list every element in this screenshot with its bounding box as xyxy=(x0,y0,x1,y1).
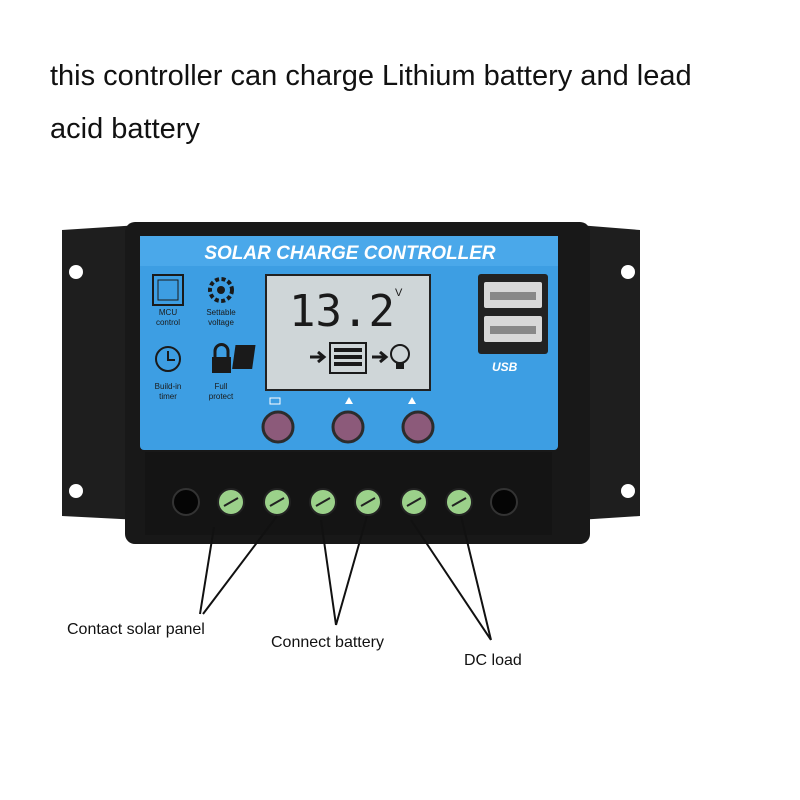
chip-icon xyxy=(152,274,184,306)
clock-icon xyxy=(155,346,181,372)
callout-solar-panel: Contact solar panel xyxy=(67,621,205,638)
feature-mcu: MCU control xyxy=(152,274,184,327)
callout-line-load xyxy=(410,515,492,641)
callout-line-battery xyxy=(320,515,368,626)
svg-text:control: control xyxy=(156,318,180,327)
gear-icon xyxy=(208,277,234,303)
callout-battery: Connect battery xyxy=(271,634,384,651)
callout-dc-load: DC load xyxy=(464,652,522,669)
usb-label: USB xyxy=(492,360,518,374)
mount-hole xyxy=(621,265,635,279)
svg-text:MCU: MCU xyxy=(159,308,177,317)
feature-settable-voltage: Settable voltage xyxy=(206,277,236,327)
headline: this controller can charge Lithium batte… xyxy=(50,60,692,145)
screw-hole xyxy=(172,488,200,516)
solar-panel-icon xyxy=(232,345,256,369)
up-button[interactable] xyxy=(331,410,365,444)
arrow-icon xyxy=(372,350,389,364)
lcd-screen xyxy=(265,274,431,391)
feature-timer: Build-in timer xyxy=(155,346,182,401)
svg-text:Settable: Settable xyxy=(206,308,236,317)
mount-hole xyxy=(69,484,83,498)
panel-title: SOLAR CHARGE CONTROLLER xyxy=(204,243,496,264)
svg-text:timer: timer xyxy=(159,392,177,401)
mount-hole xyxy=(69,265,83,279)
svg-text:Full: Full xyxy=(215,382,228,391)
left-flange xyxy=(62,225,140,520)
lcd-voltage-reading: 13.2 xyxy=(289,286,395,337)
svg-text:protect: protect xyxy=(209,392,234,401)
screw-hole xyxy=(490,488,518,516)
arrow-icon xyxy=(310,350,327,364)
lcd-flow-icons xyxy=(232,342,410,374)
mount-hole xyxy=(621,484,635,498)
svg-text:Build-in: Build-in xyxy=(155,382,182,391)
terminal-block xyxy=(145,452,552,535)
menu-button[interactable] xyxy=(261,410,295,444)
feature-protect: Full protect xyxy=(209,343,234,401)
callout-lines xyxy=(199,515,492,641)
down-load-button[interactable] xyxy=(401,410,435,444)
svg-text:voltage: voltage xyxy=(208,318,234,327)
terminals xyxy=(217,488,473,516)
lcd-unit: V xyxy=(395,287,403,299)
callout-line-solar xyxy=(199,515,278,615)
battery-icon xyxy=(329,342,367,374)
right-flange xyxy=(578,225,640,520)
lock-icon xyxy=(212,357,231,373)
